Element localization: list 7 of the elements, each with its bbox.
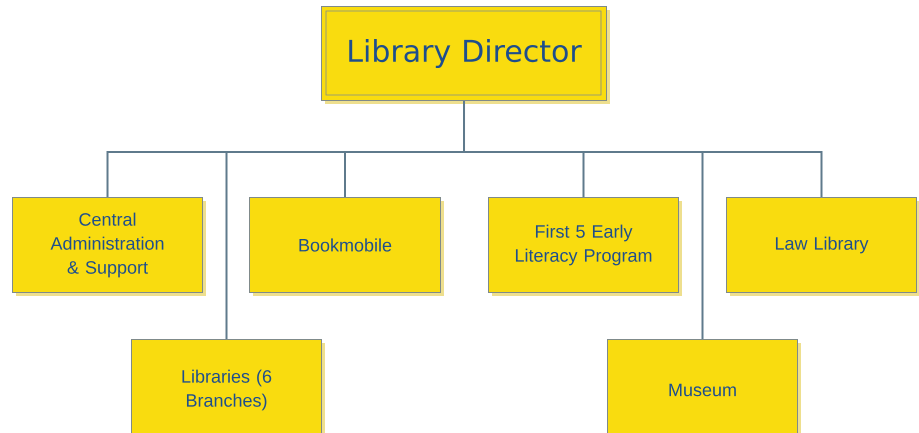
unit-box: First 5 Early Literacy Program (488, 197, 682, 296)
director-box: Library Director (321, 6, 610, 104)
unit-box: Bookmobile (249, 197, 444, 296)
unit-box: Law Library (726, 197, 919, 296)
unit-box: Libraries (6 Branches) (131, 339, 325, 433)
unit-box: Central Administration & Support (12, 197, 206, 296)
unit-box: Museum (607, 339, 801, 433)
